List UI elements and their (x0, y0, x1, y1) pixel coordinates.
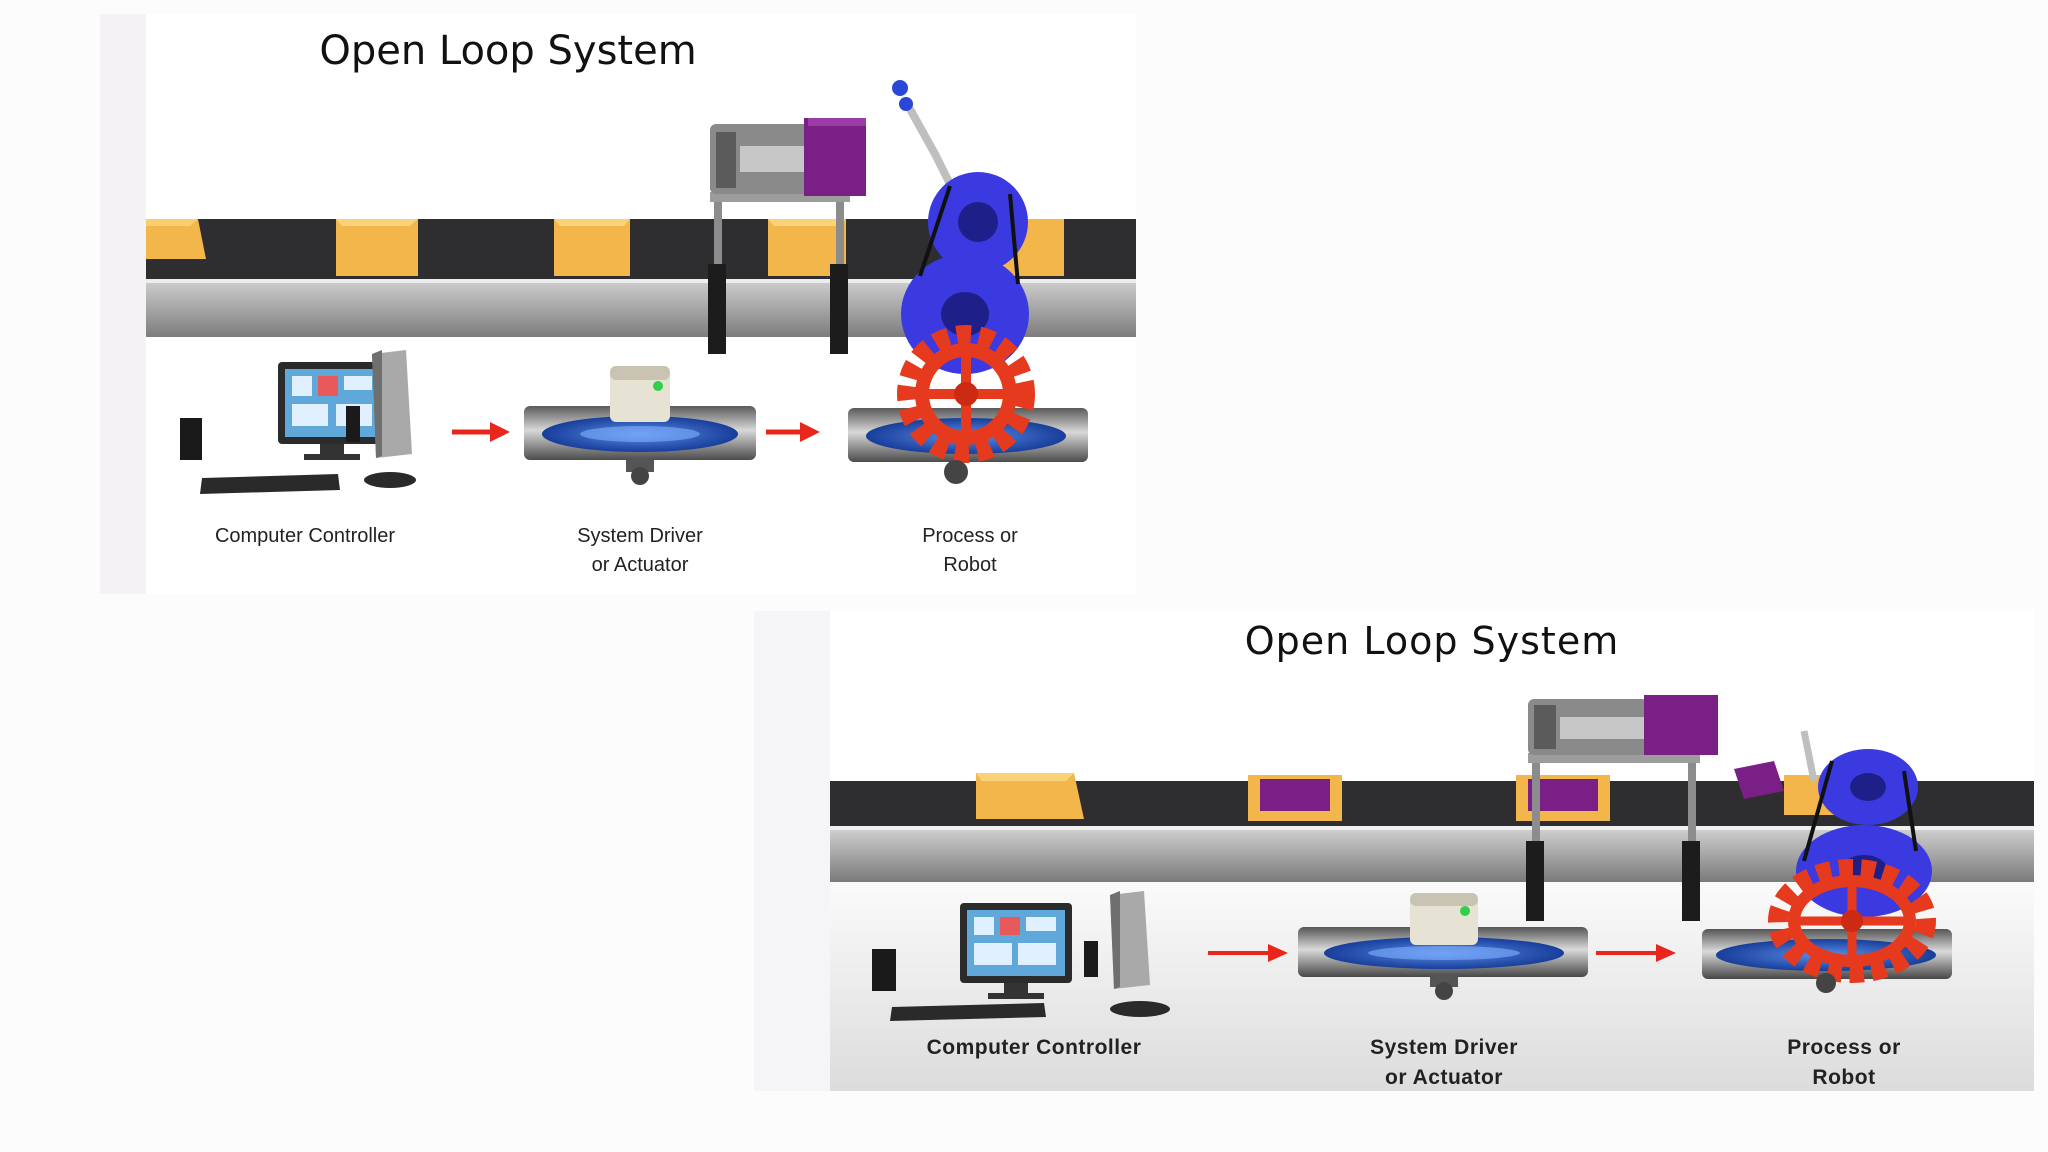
computer-icon (180, 350, 416, 494)
arrow-right-icon (452, 422, 510, 442)
diagram-graphics (830, 695, 2034, 1021)
press-icon (1526, 695, 1718, 921)
arrow-right-icon (1208, 944, 1288, 962)
label-system-driver: System Driver or Actuator (577, 525, 703, 576)
diagram-panel-top: Open Loop System (100, 14, 1136, 594)
computer-icon (872, 891, 1170, 1021)
label-computer-controller: Computer Controller (214, 525, 396, 547)
robot-gear-icon (1702, 859, 1952, 993)
panel-shade (754, 611, 830, 1091)
robot-arm-icon (892, 80, 1029, 374)
press-icon (708, 118, 866, 354)
actuator-icon (1298, 893, 1588, 1000)
panel-title: Open Loop System (1244, 619, 1620, 663)
diagram-panel-bottom: Open Loop System (754, 611, 2034, 1091)
label-computer-controller: Computer Controller (926, 1036, 1142, 1059)
panel-shade (100, 14, 146, 594)
arrow-right-icon (766, 422, 820, 442)
label-process-robot: Process or Robot (1787, 1036, 1901, 1090)
panel-title: Open Loop System (319, 28, 697, 74)
label-process-robot: Process or Robot (922, 525, 1018, 576)
diagram-graphics (146, 80, 1136, 494)
actuator-icon (524, 366, 756, 485)
robot-gear-icon (848, 325, 1088, 484)
label-system-driver: System Driver or Actuator (1370, 1036, 1518, 1090)
arrow-right-icon (1596, 944, 1676, 962)
